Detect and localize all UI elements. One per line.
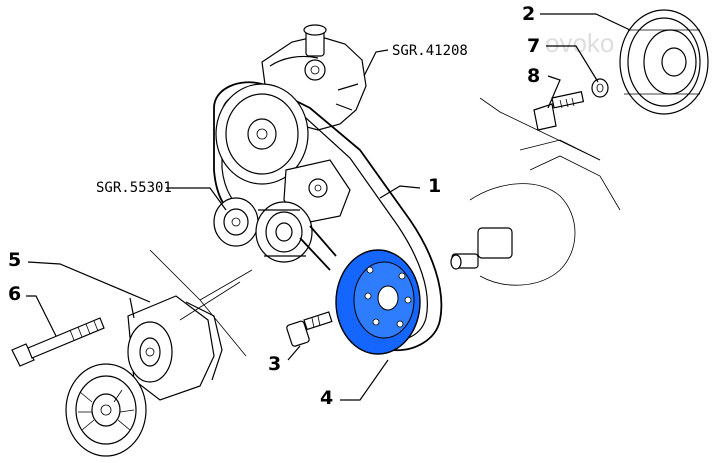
watermark-text: ovoko xyxy=(545,28,614,58)
label-part-8: 8 xyxy=(527,65,540,87)
tensioner-pulley-center xyxy=(255,201,313,263)
label-part-4: 4 xyxy=(320,387,333,409)
label-part-6: 6 xyxy=(8,283,21,305)
label-part-2: 2 xyxy=(522,3,535,25)
label-part-5: 5 xyxy=(8,249,21,271)
label-part-7: 7 xyxy=(527,35,540,57)
bolt-part-6 xyxy=(11,317,105,367)
washer-part-7 xyxy=(591,78,609,98)
crankshaft-end xyxy=(450,139,621,286)
bolt-part-3 xyxy=(286,311,333,347)
idler-pulley-left xyxy=(213,197,259,247)
belt-lower-run xyxy=(299,225,337,271)
label-sgr-41208: SGR.41208 xyxy=(392,43,468,59)
tensioner-pulley-lower xyxy=(65,363,147,457)
label-part-1: 1 xyxy=(428,175,441,197)
crankshaft-pulley-highlighted xyxy=(335,249,421,355)
label-part-3: 3 xyxy=(268,353,281,375)
pulley-part-2 xyxy=(619,9,709,115)
bolt-part-8 xyxy=(533,91,585,131)
tensioner-assembly-part-5 xyxy=(127,295,223,401)
pump-pulley xyxy=(215,83,309,185)
label-sgr-55301: SGR.55301 xyxy=(96,180,172,196)
leader-lines xyxy=(26,13,631,401)
